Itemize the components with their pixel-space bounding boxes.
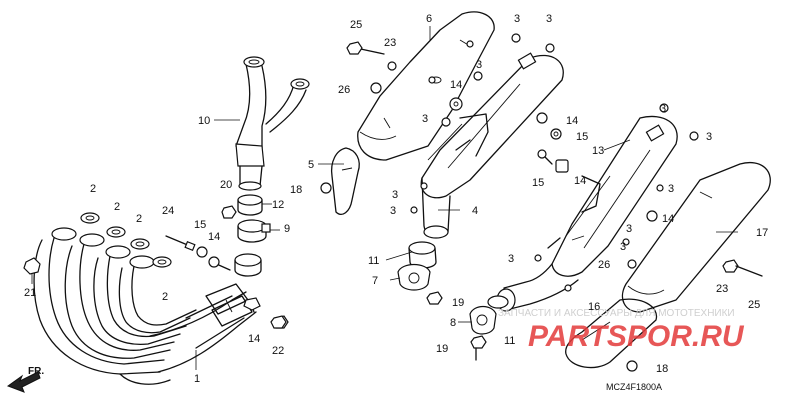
callout-17: 17 xyxy=(756,227,768,239)
diagram-code: MCZ4F1800A xyxy=(606,382,662,392)
callout-11: 11 xyxy=(504,335,515,347)
front-marker-text: FR. xyxy=(28,366,44,377)
callout-23: 23 xyxy=(384,37,396,49)
callout-3: 3 xyxy=(668,183,674,195)
callout-15: 15 xyxy=(576,131,588,143)
callout-3: 3 xyxy=(508,253,514,265)
callout-3: 3 xyxy=(546,13,552,25)
watermark: ЗАПЧАСТИ И АКСЕССУАРЫ ДЛЯ МОТОТЕХНИКИ PA… xyxy=(498,308,745,353)
callout-2: 2 xyxy=(90,183,96,195)
callout-8: 8 xyxy=(450,317,456,329)
callout-16: 16 xyxy=(588,301,600,313)
callout-12: 12 xyxy=(272,199,284,211)
callout-15: 15 xyxy=(194,219,206,231)
callout-13: 13 xyxy=(592,145,604,157)
callout-26: 26 xyxy=(338,84,350,96)
joint-gaskets-and-clamp xyxy=(221,194,271,277)
muffler-stay xyxy=(330,147,360,215)
muffler-joint-left xyxy=(397,241,443,305)
callout-4: 4 xyxy=(472,205,478,217)
right-upper-muffler xyxy=(420,52,564,239)
callout-labels: 1 2 2 2 2 3 3 3 3 3 3 3 3 3 3 3 3 4 5 6 … xyxy=(24,13,768,385)
callout-25: 25 xyxy=(748,299,760,311)
callout-6: 6 xyxy=(426,13,432,25)
callout-1: 1 xyxy=(194,373,200,385)
muffler-joint-right xyxy=(469,295,509,349)
callout-25: 25 xyxy=(350,19,362,31)
callout-5: 5 xyxy=(308,159,314,171)
callout-3: 3 xyxy=(392,189,398,201)
callout-26: 26 xyxy=(598,259,610,271)
leader-lines xyxy=(195,26,738,370)
callout-2: 2 xyxy=(136,213,142,225)
misc-bolts-and-nuts xyxy=(270,33,763,372)
watermark-brand: PARTSPOR.RU xyxy=(528,320,745,353)
exhaust-middle-pipe xyxy=(235,56,310,191)
callout-2: 2 xyxy=(162,291,168,303)
callout-3: 3 xyxy=(390,205,396,217)
callout-3: 3 xyxy=(660,103,666,115)
callout-2: 2 xyxy=(114,201,120,213)
callout-15: 15 xyxy=(532,177,544,189)
callout-9: 9 xyxy=(284,223,290,235)
callout-3: 3 xyxy=(514,13,520,25)
callout-14: 14 xyxy=(574,175,586,187)
front-direction-arrow: FR. xyxy=(6,366,44,393)
callout-11: 11 xyxy=(368,255,379,267)
callout-18: 18 xyxy=(656,363,668,375)
callout-3: 3 xyxy=(422,113,428,125)
callout-19: 19 xyxy=(452,297,464,309)
callout-10: 10 xyxy=(198,115,210,127)
callout-23: 23 xyxy=(716,283,728,295)
callout-14: 14 xyxy=(662,213,674,225)
callout-19: 19 xyxy=(436,343,448,355)
watermark-tagline: ЗАПЧАСТИ И АКСЕССУАРЫ ДЛЯ МОТОТЕХНИКИ xyxy=(498,308,735,319)
callout-20: 20 xyxy=(220,179,232,191)
callout-22: 22 xyxy=(272,345,284,357)
callout-3: 3 xyxy=(620,241,626,253)
muffler-end-cover xyxy=(565,298,658,369)
gaskets xyxy=(80,212,172,268)
callout-24: 24 xyxy=(162,205,174,217)
callout-3: 3 xyxy=(706,131,712,143)
callout-21: 21 xyxy=(24,287,36,299)
callout-14: 14 xyxy=(566,115,578,127)
callout-3: 3 xyxy=(626,223,632,235)
callout-18: 18 xyxy=(290,184,302,196)
callout-14: 14 xyxy=(248,333,260,345)
callout-3: 3 xyxy=(476,59,482,71)
muffler-heat-shield-lower xyxy=(621,162,771,313)
callout-14: 14 xyxy=(208,231,220,243)
callout-7: 7 xyxy=(372,275,378,287)
header-nuts-and-studs xyxy=(23,235,196,284)
exhaust-pipe-assembly xyxy=(33,227,257,385)
callout-14: 14 xyxy=(450,79,462,91)
